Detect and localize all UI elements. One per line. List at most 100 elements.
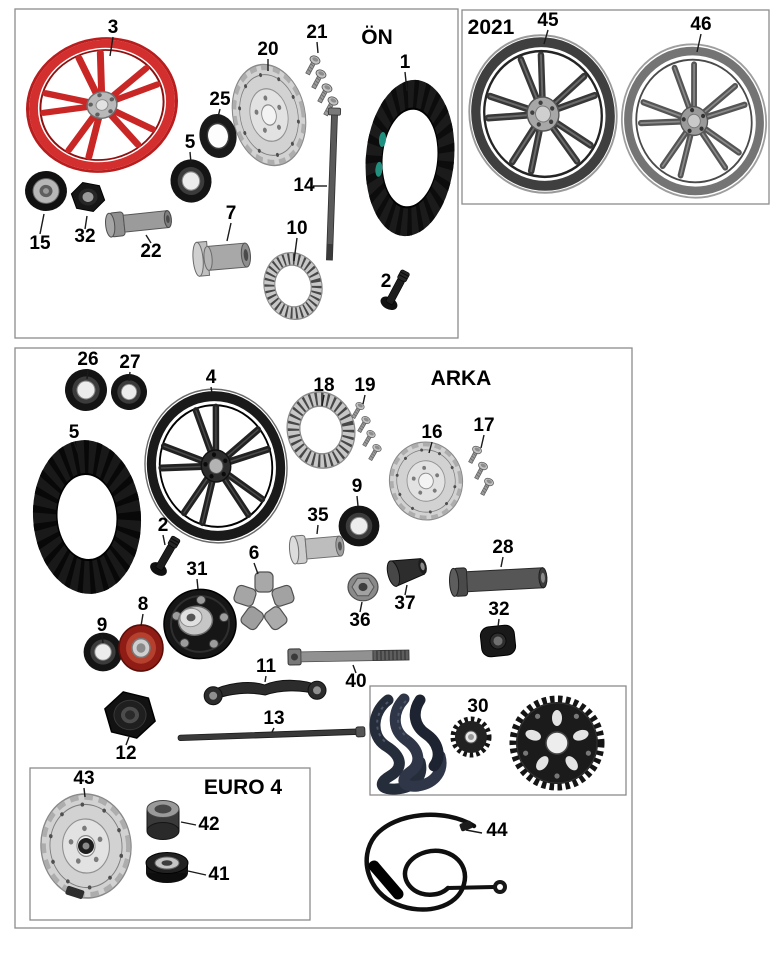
front-outer-seal — [199, 114, 237, 158]
rear-hub-carrier — [163, 588, 237, 660]
callout-rear-spacer: 35 — [307, 505, 329, 526]
front-brake-disc — [223, 58, 315, 173]
rear-nut — [479, 624, 517, 658]
rear-axle-bolt — [287, 648, 410, 666]
rear-valve — [147, 532, 185, 580]
callout-front-spacer: 22 — [140, 241, 161, 262]
callout-front-brake-disc: 20 — [257, 39, 278, 60]
euro4-disc-hub-hole — [82, 842, 90, 850]
leader-lines — [39, 29, 702, 876]
callout-rear-disc-bolts: 17 — [473, 415, 494, 436]
rear-rod — [177, 726, 366, 742]
wheel-45 — [468, 34, 618, 194]
screw-icon — [477, 476, 496, 498]
rear-dampers — [233, 571, 295, 631]
screw-icon — [465, 444, 484, 466]
callout-rear-bracket: 11 — [256, 656, 277, 677]
callout-rear-cone-spacer: 37 — [394, 593, 415, 614]
rear-brake-disc — [382, 435, 470, 527]
drive-chain — [369, 693, 447, 795]
callout-rear-rod: 13 — [263, 708, 284, 729]
front-bearing — [25, 171, 67, 211]
callout-front-axle: 14 — [293, 175, 315, 196]
callout-euro4-bearing: 41 — [208, 864, 230, 885]
euro4-box — [29, 767, 311, 921]
rear-axle-sleeve — [449, 567, 548, 597]
callout-rear-big-nut: 12 — [115, 743, 136, 764]
callout-wheel-46: 46 — [690, 14, 711, 35]
front-spacer — [105, 210, 172, 238]
callout-front-bearing: 15 — [29, 233, 51, 254]
front-tire — [365, 79, 455, 237]
callout-chain-kit: 30 — [467, 696, 488, 717]
callout-front-disc-bolts: 21 — [306, 22, 328, 43]
euro4-bushing — [146, 800, 180, 840]
callout-rear-tire: 5 — [69, 422, 80, 443]
hose-fitting — [459, 820, 473, 832]
hose-sleeve — [368, 860, 404, 900]
callout-front-outer-seal: 25 — [209, 89, 231, 110]
callout-front-abs-ring: 10 — [286, 218, 307, 239]
callout-rear-red-seal: 8 — [138, 594, 149, 615]
callout-front-wheel: 3 — [108, 17, 119, 38]
callout-rear-dampers: 6 — [249, 543, 260, 564]
callout-brake-hose: 44 — [486, 820, 508, 841]
section-label-rear: ARKA — [431, 367, 492, 390]
hose-end — [447, 885, 495, 890]
screw-icon — [365, 442, 383, 463]
callout-rear-hub-carrier: 31 — [186, 559, 208, 580]
rear-big-nut — [104, 691, 156, 739]
callout-rear-seal-26: 26 — [77, 349, 98, 370]
callout-euro4-brake-disc: 43 — [73, 768, 94, 789]
rear-spacer — [288, 534, 345, 565]
front-wheel — [26, 37, 178, 173]
balance-mark — [378, 132, 387, 148]
front-seal — [167, 156, 215, 206]
callout-front-valve: 2 — [381, 271, 392, 292]
section-label-2021: 2021 — [468, 16, 515, 39]
callout-rear-flange-nut: 36 — [349, 610, 370, 631]
callout-rear-abs-ring: 18 — [313, 375, 334, 396]
rear-cone-spacer — [386, 558, 427, 587]
rear-sprocket — [509, 695, 605, 791]
section-label-euro4: EURO 4 — [204, 776, 283, 799]
front-section-box — [14, 8, 459, 339]
callout-front-nut: 32 — [74, 226, 95, 247]
rear-seal-9r — [338, 505, 380, 547]
callout-wheel-45: 45 — [537, 10, 559, 31]
section-label-front: ÖN — [361, 26, 393, 49]
front-abs-ring — [257, 246, 329, 325]
callout-rear-seal-9r: 9 — [352, 476, 363, 497]
screw-icon — [471, 460, 490, 482]
front-sprocket — [450, 716, 492, 758]
banjo-fitting-hole — [497, 884, 503, 890]
callout-front-seal: 5 — [185, 132, 196, 153]
callout-rear-nut: 32 — [488, 599, 509, 620]
rear-disc-bolts — [465, 444, 496, 498]
callout-rear-abs-bolts: 19 — [354, 375, 375, 396]
balance-mark — [375, 161, 383, 177]
callout-rear-brake-disc: 16 — [421, 422, 442, 443]
callout-front-tire: 1 — [400, 52, 411, 73]
callout-rear-seal-27: 27 — [119, 352, 140, 373]
callout-rear-valve: 2 — [158, 515, 169, 536]
callout-rear-axle-bolt: 40 — [345, 671, 366, 692]
rear-section-box — [14, 347, 633, 929]
rear-wheel — [144, 388, 288, 544]
euro4-bearing — [145, 852, 189, 883]
callout-euro4-bushing: 42 — [198, 814, 219, 835]
callout-rear-seal-9l: 9 — [97, 615, 108, 636]
year2021-section-box — [461, 9, 770, 205]
rear-red-seal — [118, 624, 164, 672]
euro4-disc-pad — [65, 885, 85, 900]
brake-hose — [364, 812, 507, 912]
rear-seal-26 — [61, 365, 111, 415]
wheel-46 — [620, 43, 768, 199]
front-bushing — [192, 240, 252, 277]
front-nut — [70, 181, 106, 213]
rear-abs-ring — [279, 385, 363, 476]
chain-kit-box — [369, 685, 627, 796]
rear-tire — [32, 440, 142, 594]
